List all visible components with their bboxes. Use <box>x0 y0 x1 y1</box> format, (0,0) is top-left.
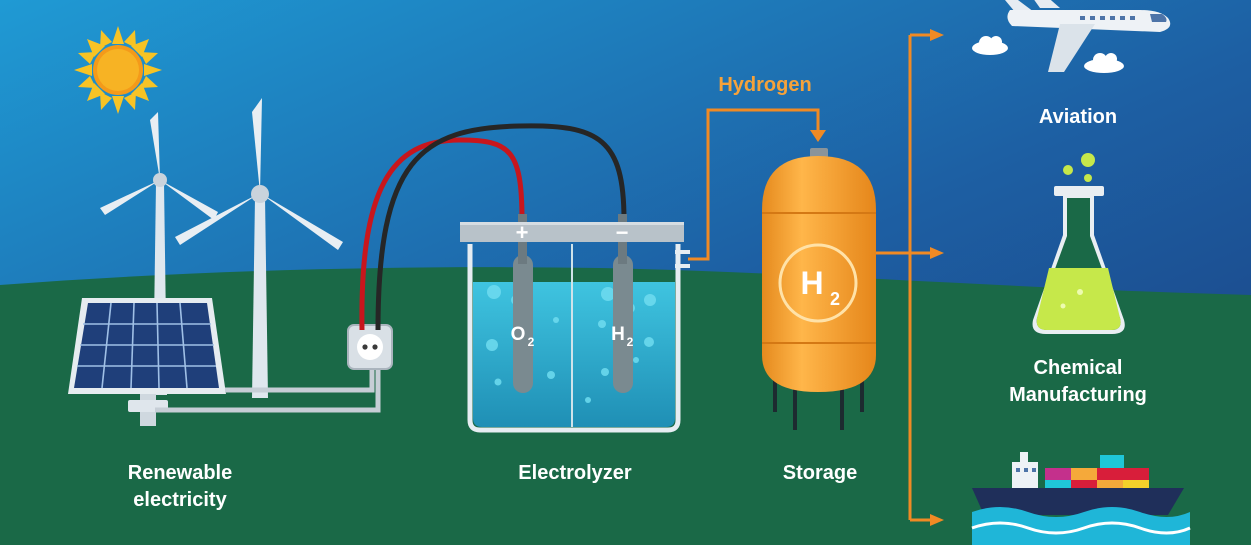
distribution-arrows <box>876 33 933 522</box>
positive-terminal-symbol: + <box>516 220 529 245</box>
chemical-label-line1: Chemical <box>1033 357 1123 379</box>
chemical-label-line2: Manufacturing <box>1009 384 1147 406</box>
cable <box>225 363 375 393</box>
flask-icon <box>1032 153 1125 334</box>
negative-cable <box>375 123 627 331</box>
tank-h-symbol: H <box>800 265 823 301</box>
hydrogen-electrode-subscript: 2 <box>627 335 634 349</box>
power-outlet-icon <box>347 324 393 370</box>
negative-terminal-symbol: − <box>616 220 629 245</box>
cable <box>155 363 381 413</box>
sun-icon <box>74 26 162 114</box>
oxygen-subscript: 2 <box>528 335 535 349</box>
tank-subscript: 2 <box>830 289 840 309</box>
storage-label: Storage <box>782 462 858 484</box>
chemical-manufacturing-label: Chemical Manufacturing <box>980 355 1176 409</box>
cloud-icon <box>972 36 1008 55</box>
renewable-label-line2: electricity <box>133 489 227 511</box>
storage-tank: H 2 <box>762 148 876 430</box>
hydrogen-electrode-symbol: H <box>611 324 625 345</box>
electrolyzer-label: Electrolyzer <box>518 462 632 484</box>
renewable-label-line1: Renewable <box>127 462 233 484</box>
aviation-label: Aviation <box>1038 106 1118 128</box>
solar-panel-icon <box>68 298 226 426</box>
cargo-ship-icon <box>971 452 1191 545</box>
electrolyzer: + − O 2 H 2 <box>460 214 690 433</box>
renewable-electricity-label: Renewable electricity <box>120 460 240 514</box>
wind-turbine-icon <box>175 98 343 398</box>
arrow-head <box>810 130 826 142</box>
cloud-icon <box>1084 53 1124 73</box>
arrow-heads <box>930 29 944 526</box>
hydrogen-flow-label: Hydrogen <box>718 74 812 96</box>
oxygen-symbol: O <box>511 324 526 345</box>
hydrogen-flow-arrow <box>688 108 820 261</box>
airplane-icon <box>1005 0 1171 72</box>
